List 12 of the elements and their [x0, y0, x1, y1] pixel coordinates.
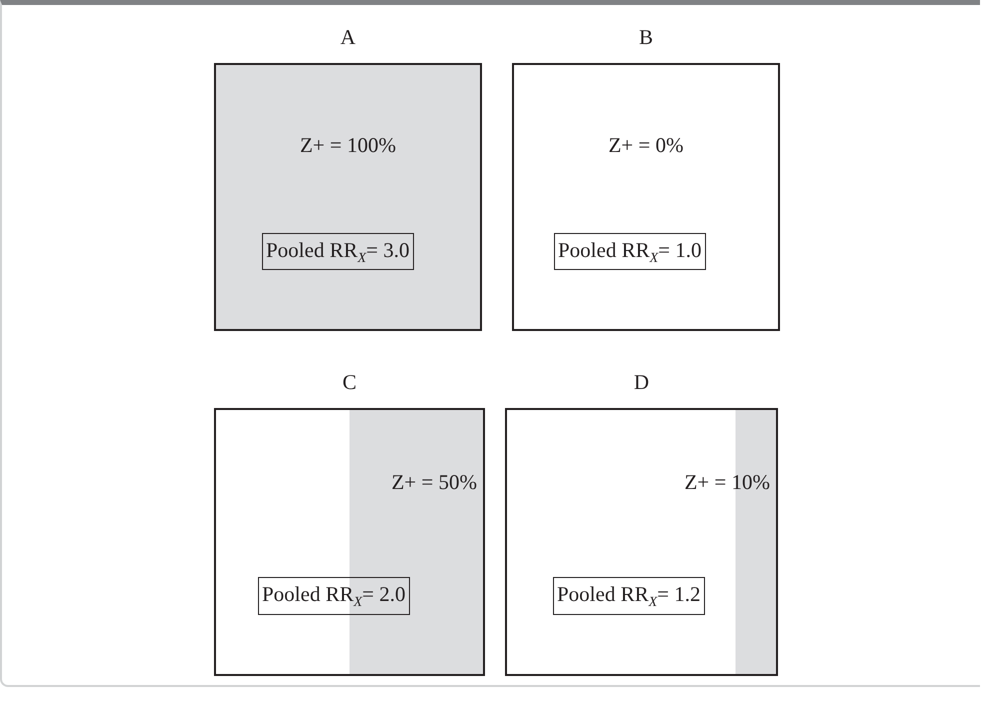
percentage-label: Z+ = 10% [684, 470, 770, 494]
result-box: Pooled RR$_{X}$= 2.0 [258, 577, 410, 615]
result-box: Pooled RR$_{X}$= 1.0 [554, 233, 706, 270]
panel-title: D [632, 370, 650, 394]
percentage-label: Z+ = 100% [298, 133, 397, 157]
panel-title: C [341, 370, 358, 394]
panel-title: B [638, 25, 654, 49]
panel-title: A [339, 25, 357, 49]
result-box: Pooled RR$_{X}$= 1.2 [553, 577, 705, 615]
percentage-label: Z+ = 50% [391, 470, 477, 494]
result-box: Pooled RR$_{X}$= 3.0 [262, 233, 414, 270]
percentage-label: Z+ = 0% [607, 133, 684, 157]
